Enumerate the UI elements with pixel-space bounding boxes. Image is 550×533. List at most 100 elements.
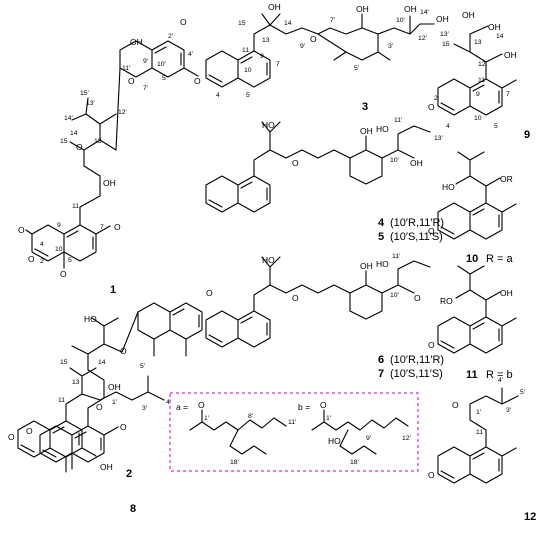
- c1-upper-ome-o: O: [128, 76, 135, 86]
- c12-label: 12: [524, 511, 536, 523]
- c11-label: 11: [466, 369, 478, 381]
- c2-ether-o: O: [120, 346, 127, 356]
- c1-p13: 13′: [86, 100, 96, 107]
- c3-n13: 13: [262, 37, 270, 44]
- c3-n10: 10: [244, 67, 252, 74]
- c67-p10: 10′: [390, 292, 400, 299]
- c1-ring-o: O: [28, 254, 35, 264]
- c9-n11: 11: [478, 77, 485, 84]
- side-chain-b: [311, 409, 409, 455]
- c10-carbonyl-o: O: [428, 226, 435, 236]
- c1-p14: 14′: [64, 115, 74, 122]
- compound-6-7-structure: [205, 256, 431, 348]
- c3-p14: 14′: [420, 9, 430, 16]
- c1-n7: 7: [100, 224, 104, 231]
- c9-n15: 15: [442, 41, 450, 48]
- c3-p12: 12′: [418, 35, 428, 42]
- c3-n4: 4: [216, 92, 220, 99]
- c67-ho: HO: [262, 255, 275, 265]
- c1-p11: 11′: [122, 65, 131, 72]
- c1-upper-carbonyl-o: O: [180, 17, 187, 27]
- side-chain-a-p11: 11′: [288, 419, 297, 426]
- c2-label: 2: [126, 468, 132, 480]
- c9-n14: 14: [496, 33, 504, 40]
- c5-stereo: (10′S,11′S): [390, 231, 443, 243]
- c8-n14: 14: [98, 359, 106, 366]
- c6-stereo: (10′R,11′R): [390, 354, 444, 366]
- c1-oh: OH: [103, 178, 116, 188]
- c12-p1: 1′: [476, 409, 482, 416]
- side-chain-a-label: a =: [176, 402, 188, 412]
- c1-ether-o: O: [76, 142, 83, 152]
- side-chain-a-o: O: [198, 400, 205, 410]
- c8-p3: 3′: [142, 405, 148, 412]
- c11-ro: RO: [440, 296, 453, 306]
- c2-carbonyl-o: O: [26, 426, 33, 436]
- c9-n4: 4: [446, 123, 450, 130]
- c9-n12: 12: [478, 61, 486, 68]
- c3-chain-oh: OH: [404, 4, 417, 14]
- c9-label: 9: [524, 129, 530, 141]
- c1-upper-oh: OH: [130, 37, 143, 47]
- c3-p7: 7′: [330, 17, 336, 24]
- c3-carbonyl-o: O: [194, 76, 201, 86]
- side-chain-b-label: b =: [298, 402, 310, 412]
- c3-label: 3: [362, 101, 368, 113]
- c9-n5: 5: [494, 123, 498, 130]
- side-chain-box: [169, 392, 419, 472]
- c7-stereo: (10′S,11′S): [390, 368, 443, 380]
- side-chain-b-p18: 18′: [350, 459, 360, 466]
- side-chain-b-p9: 9′: [366, 435, 372, 442]
- c3-p5: 5′: [354, 65, 360, 72]
- side-chain-b-o: O: [320, 400, 327, 410]
- side-chain-b-p1: 1′: [326, 415, 332, 422]
- c6-label: 6: [378, 354, 384, 366]
- c1-p10: 10′: [157, 61, 167, 68]
- c8-oh: OH: [100, 462, 113, 472]
- c9-n13: 13: [474, 39, 482, 46]
- c3-n14: 14: [284, 20, 292, 27]
- compound-3-structure: [205, 13, 435, 88]
- c9-n9: 9: [476, 91, 480, 98]
- compound-2-structure: [39, 302, 203, 470]
- c2-upper-carbonyl-o: O: [206, 288, 213, 298]
- c9-oh-14: OH: [488, 22, 501, 32]
- compound-11-structure: [437, 265, 517, 354]
- c1-p12: 12′: [118, 109, 128, 116]
- c45-p11: 11′: [394, 117, 403, 124]
- c3-n11: 11: [242, 47, 249, 54]
- c1-p9: 9′: [143, 58, 149, 65]
- c9-oh-top: OH: [462, 10, 475, 20]
- side-chain-a-p18: 18′: [230, 459, 240, 466]
- c8-n11: 11: [58, 397, 65, 404]
- c3-n9: 9: [260, 53, 264, 60]
- c45-chain-oh: OH: [410, 158, 423, 168]
- c9-n10: 10: [474, 115, 482, 122]
- c11-r-group: R = b: [486, 369, 513, 381]
- c12-n11: 11: [476, 429, 483, 436]
- c67-chain-o: O: [414, 293, 421, 303]
- compound-8-structure: [17, 367, 165, 473]
- c12-carbonyl-o: O: [428, 470, 435, 480]
- c1-n4: 4: [40, 241, 44, 248]
- c2-ome-o: O: [120, 422, 127, 432]
- c4-stereo: (10′R,11′R): [390, 217, 444, 229]
- c3-p13: 13′: [440, 31, 450, 38]
- c3-p10: 10′: [396, 17, 406, 24]
- c7-label: 7: [378, 368, 384, 380]
- c1-n13: 13: [94, 138, 102, 145]
- side-chain-a-p8: 8′: [248, 413, 254, 420]
- c9-carbonyl-o: O: [428, 102, 435, 112]
- compound-1-structure: [25, 40, 199, 269]
- c3-aryl-oh: OH: [356, 4, 369, 14]
- c45-chain-ho: HO: [376, 124, 389, 134]
- c9-n2: 2: [434, 95, 438, 102]
- c12-p5: 5′: [520, 389, 526, 396]
- c3-oh: OH: [268, 2, 281, 12]
- c8-p5: 5′: [140, 363, 146, 370]
- c10-r-group: R = a: [486, 253, 513, 265]
- c67-ester-o: O: [292, 293, 299, 303]
- c1-n2: 2: [40, 258, 44, 265]
- c3-ester-o: O: [310, 34, 317, 44]
